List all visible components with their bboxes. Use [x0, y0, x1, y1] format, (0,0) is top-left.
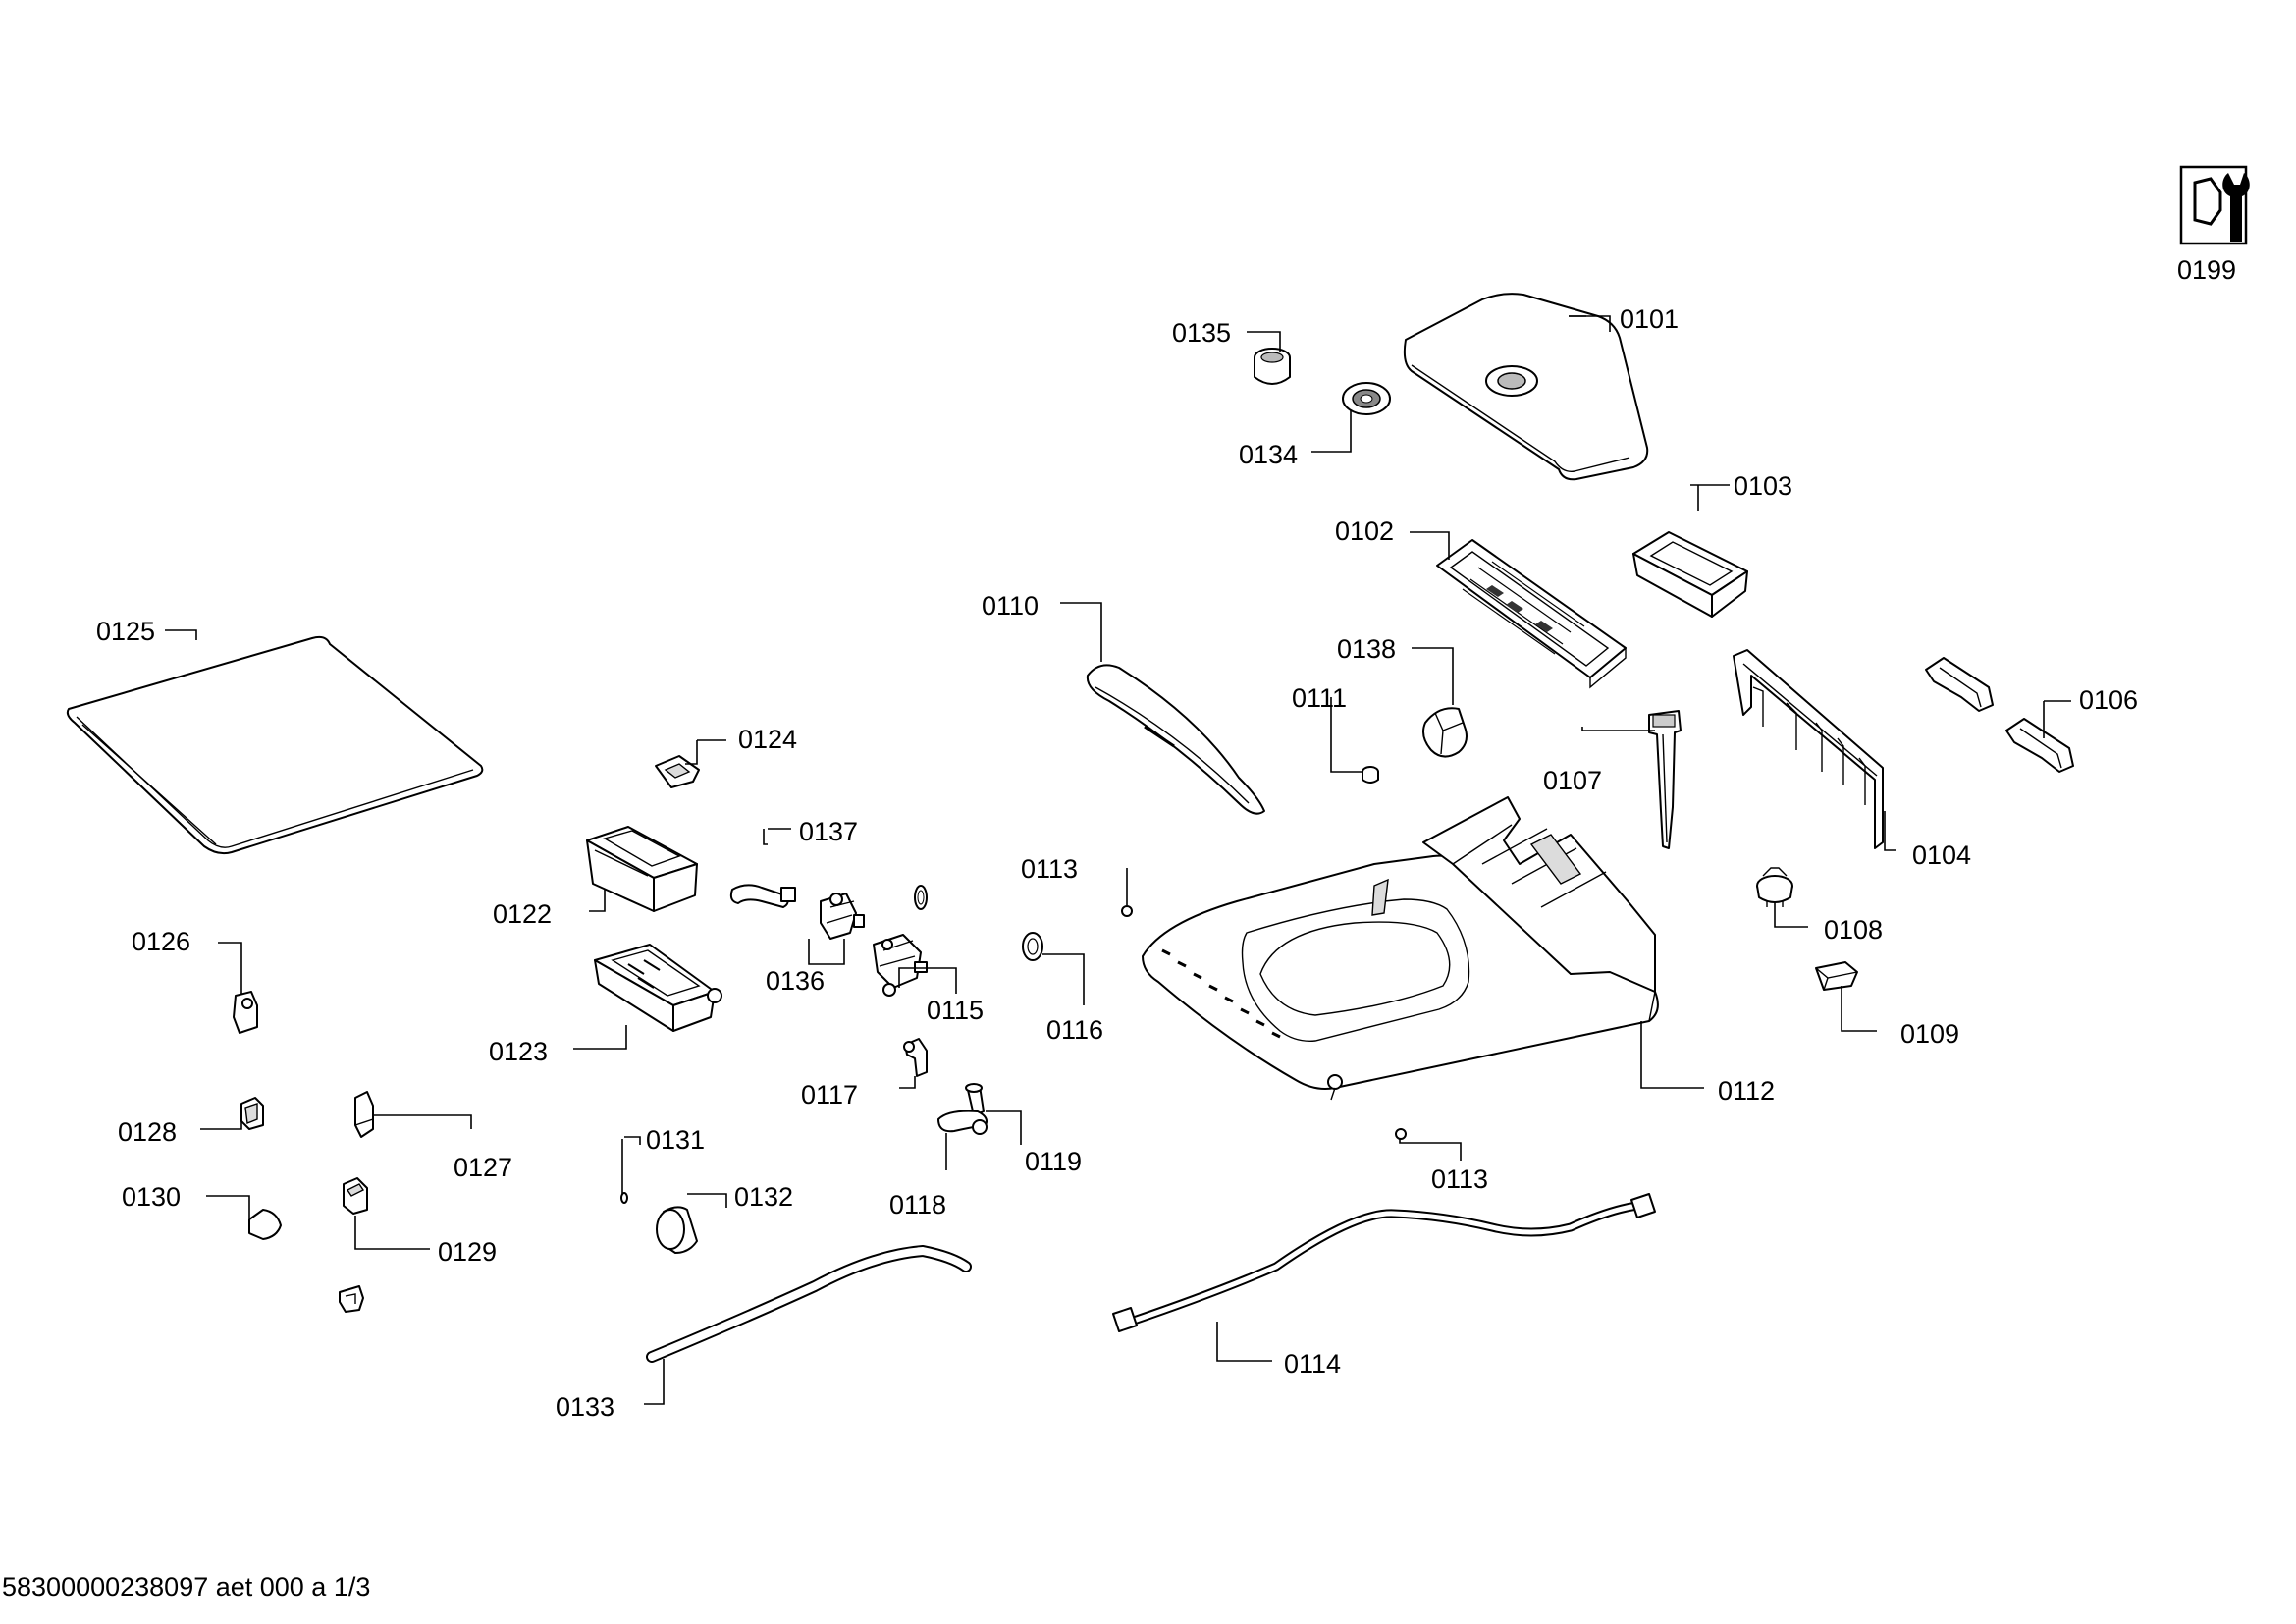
- label-0109: 0109: [1900, 1019, 1959, 1049]
- label-0133: 0133: [556, 1392, 614, 1422]
- label-0122: 0122: [493, 899, 552, 929]
- label-0111: 0111: [1292, 683, 1347, 713]
- drawing-reference-footer: 58300000238097 aet 000 a 1/3: [2, 1572, 371, 1601]
- part-0101-graphic: [1403, 293, 1649, 481]
- part-0119-graphic: [965, 1083, 985, 1116]
- part-0115-graphic: [873, 934, 928, 997]
- label-0131: 0131: [646, 1125, 705, 1155]
- part-0135-graphic: [1254, 348, 1291, 385]
- label-0138: 0138: [1337, 634, 1396, 664]
- label-0125: 0125: [96, 617, 155, 646]
- part-unnumbered-clip-graphic: [339, 1285, 364, 1313]
- leader-lines: [165, 315, 2071, 1405]
- label-0118: 0118: [889, 1190, 946, 1219]
- part-0116-graphic: [1022, 932, 1043, 961]
- part-0133-graphic: [646, 1244, 972, 1363]
- label-0108: 0108: [1824, 915, 1883, 945]
- label-0117: 0117: [801, 1080, 858, 1110]
- part-0118-graphic: [937, 1110, 988, 1135]
- part-0127-graphic: [354, 1091, 374, 1138]
- part-0123-graphic: [594, 944, 722, 1032]
- label-0126: 0126: [132, 927, 190, 956]
- part-0106-graphic: [1925, 657, 2074, 773]
- part-0134-graphic: [1342, 382, 1391, 415]
- label-0127: 0127: [454, 1153, 512, 1182]
- label-0107: 0107: [1543, 766, 1602, 795]
- label-0119: 0119: [1025, 1147, 1082, 1176]
- label-0129: 0129: [438, 1237, 497, 1267]
- part-0131-graphic: [620, 1192, 628, 1204]
- label-0116: 0116: [1046, 1015, 1103, 1045]
- part-0110-graphic: [1086, 664, 1265, 815]
- label-0128: 0128: [118, 1117, 177, 1147]
- label-0102: 0102: [1335, 516, 1394, 546]
- label-0112: 0112: [1718, 1076, 1775, 1106]
- part-0104-graphic: [1733, 649, 1884, 849]
- label-0136: 0136: [766, 966, 825, 996]
- part-0111-graphic: [1362, 766, 1379, 784]
- label-0130: 0130: [122, 1182, 181, 1212]
- label-0114: 0114: [1284, 1349, 1341, 1379]
- part-0138-graphic: [1422, 707, 1468, 758]
- label-0137: 0137: [799, 817, 858, 846]
- label-0123: 0123: [489, 1037, 548, 1066]
- part-0128-graphic: [240, 1097, 264, 1130]
- part-0114-graphic: [1112, 1193, 1656, 1332]
- part-0132-graphic: [656, 1206, 698, 1254]
- label-0104: 0104: [1912, 840, 1971, 870]
- label-0134: 0134: [1239, 440, 1298, 469]
- label-0124: 0124: [738, 725, 797, 754]
- label-0113b: 0113: [1431, 1164, 1488, 1194]
- part-0137-graphic: [729, 884, 796, 908]
- part-washer-graphic: [914, 885, 928, 910]
- part-0107-graphic: [1648, 710, 1682, 849]
- part-0113a-graphic: [1121, 905, 1133, 917]
- part-labels: 0101 0102 0103 0104 0106 0107 0108 0109 …: [96, 255, 2236, 1422]
- label-0113a: 0113: [1021, 854, 1078, 884]
- label-0199: 0199: [2177, 255, 2236, 285]
- label-0101: 0101: [1620, 304, 1679, 334]
- wrench-icon: [2179, 165, 2250, 245]
- part-0129-graphic: [343, 1177, 368, 1215]
- part-0112-graphic: [1142, 796, 1659, 1101]
- label-0132: 0132: [734, 1182, 793, 1212]
- part-0113b-graphic: [1395, 1128, 1407, 1140]
- label-0110: 0110: [982, 591, 1039, 621]
- part-0125-graphic: [66, 635, 484, 855]
- part-0109-graphic: [1815, 961, 1858, 991]
- label-0103: 0103: [1734, 471, 1792, 501]
- part-0103-graphic: [1632, 531, 1748, 618]
- part-0124-graphic: [655, 755, 700, 788]
- part-0102-graphic: [1436, 539, 1627, 689]
- part-0126-graphic: [233, 991, 258, 1034]
- label-0135: 0135: [1172, 318, 1231, 348]
- part-0122-graphic: [586, 826, 698, 912]
- part-0136-graphic: [820, 893, 865, 940]
- label-0115: 0115: [927, 996, 984, 1025]
- label-0106: 0106: [2079, 685, 2138, 715]
- part-0130-graphic: [248, 1209, 282, 1240]
- part-0117-graphic: [903, 1038, 928, 1077]
